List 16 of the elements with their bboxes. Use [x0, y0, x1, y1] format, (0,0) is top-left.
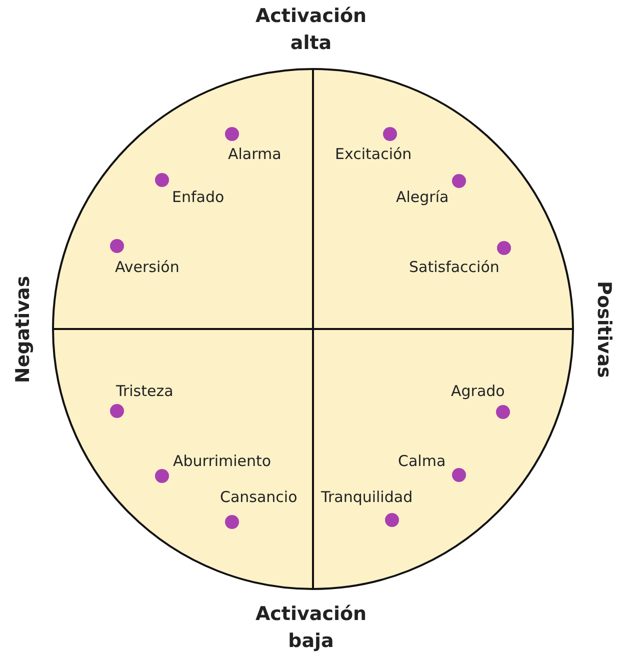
- emotion-label: Alarma: [228, 145, 282, 163]
- emotion-label: Satisfacción: [409, 258, 500, 276]
- emotion-label: Alegría: [396, 188, 449, 206]
- axis-label: Activación baja: [254, 602, 368, 654]
- emotion-label: Cansancio: [220, 488, 298, 506]
- axis-label: Negativas: [12, 276, 36, 384]
- emotion-label: Calma: [398, 452, 446, 470]
- axis-label: Activación alta: [254, 4, 368, 56]
- emotion-label: Tranquilidad: [321, 488, 413, 506]
- emotion-label: Enfado: [172, 188, 224, 206]
- emotion-label: Aversión: [115, 258, 180, 276]
- emotion-label: Excitación: [335, 145, 412, 163]
- axis-label: Positivas: [592, 281, 616, 378]
- emotion-label: Aburrimiento: [173, 452, 272, 470]
- emotion-label: Tristeza: [116, 382, 174, 400]
- emotion-label: Agrado: [451, 382, 505, 400]
